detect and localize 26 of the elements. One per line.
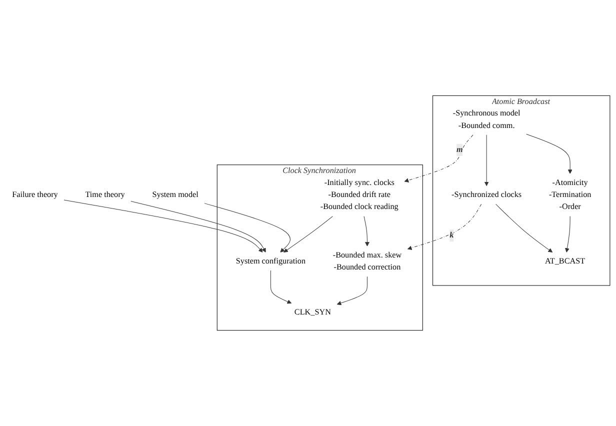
node-text: -Atomicity -Termination -Order [548,178,592,212]
arrow [496,204,553,252]
node-text: -Synchronized clocks [452,190,522,200]
node-text: -Initially sync. clocks -Bounded drift rate -Bounded clock reading [320,178,398,212]
arrow [484,134,489,186]
node-text: -Bounded max. skew -Bounded correction [332,250,402,272]
edge-label: m [456,145,463,154]
arrow [336,276,368,306]
node-text: CLK_SYN [294,308,331,316]
arrow [364,216,370,246]
node-text: -Synchronous model -Bounded comm. [452,109,520,130]
arrow [565,216,570,252]
arrow [526,134,572,174]
node-text: Failure theory [12,190,58,200]
arrow [407,204,482,250]
arrow [204,203,290,252]
arrow [270,270,292,304]
arrow [130,201,266,252]
node-text: Time theory [85,190,125,200]
edge-label: k [450,231,454,240]
node-text: System model [152,190,198,200]
arrow [64,200,263,252]
node-text: AT_BCAST [544,256,586,266]
arrow [404,134,474,182]
node-text: System configuration [236,256,306,266]
arrow [284,216,333,252]
